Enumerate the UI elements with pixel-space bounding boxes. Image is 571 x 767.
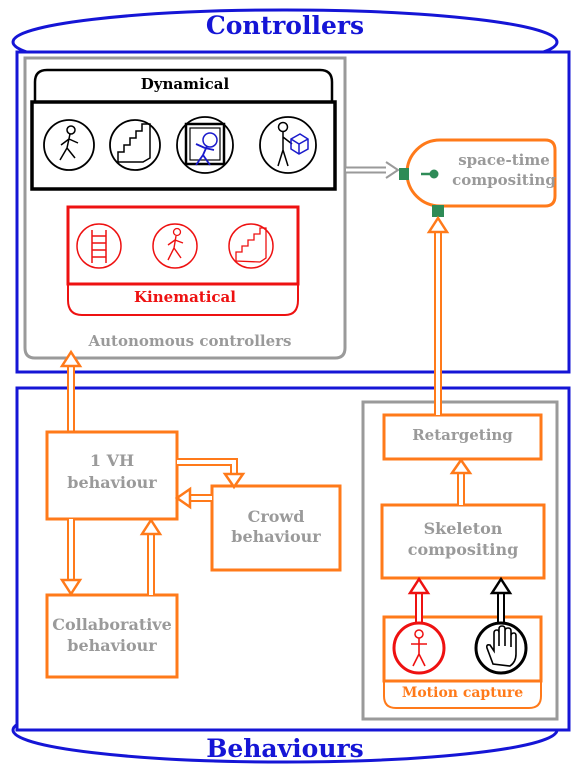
ladder-icon — [76, 223, 122, 269]
vh-to-crowd-arrow — [177, 458, 246, 490]
autonomous-controllers-box — [23, 56, 347, 360]
hand-icon — [474, 621, 528, 675]
skeleton-compositing-label-line1: Skeleton — [423, 519, 503, 538]
space-time-compositing-label-line2: compositing — [452, 171, 556, 189]
skeleton-to-retargeting-arrow — [449, 457, 473, 505]
behaviours-title: Behaviours — [206, 734, 364, 763]
mocap-figure-icon — [392, 621, 446, 675]
stairs-icon — [109, 119, 161, 171]
crowd-behaviour-box — [210, 484, 342, 572]
crowd-behaviour-label-line2: behaviour — [231, 527, 321, 546]
crowd-behaviour-label-line1: Crowd — [247, 507, 305, 526]
vh-behaviour-box — [45, 430, 179, 521]
vh-behaviour-label-line2: behaviour — [67, 473, 157, 492]
space-time-compositing-box — [399, 138, 557, 217]
kinematical-box — [66, 205, 300, 316]
retargeting-to-compositing-arrow — [426, 215, 450, 415]
walking-figure-icon — [43, 119, 95, 171]
skeleton-compositing-label-line2: compositing — [407, 540, 519, 559]
walking-figure-icon — [152, 223, 198, 269]
space-time-compositing-label-line1: space-time — [458, 151, 550, 169]
black-capture-to-skeleton-arrow — [489, 576, 513, 622]
crowd-to-vh-arrow — [174, 486, 212, 510]
collaborative-behaviour-label-line2: behaviour — [67, 636, 157, 655]
collaborative-behaviour-box — [45, 593, 179, 679]
motion-pipeline-box — [361, 400, 559, 721]
vh-to-controllers-arrow — [59, 349, 83, 432]
vh-to-collaborative-arrow — [59, 519, 83, 597]
figure-in-box-icon — [176, 116, 234, 174]
controllers-title: Controllers — [205, 11, 365, 40]
controllers-to-compositing-arrow — [346, 161, 400, 179]
red-capture-to-skeleton-arrow — [407, 576, 431, 622]
motion-capture-label: Motion capture — [401, 685, 524, 701]
figure-holding-cube-icon — [259, 116, 317, 174]
dynamical-label: Dynamical — [140, 75, 230, 93]
retargeting-box — [382, 413, 543, 461]
stairs-icon — [228, 223, 274, 269]
autonomous-controllers-label: Autonomous controllers — [88, 332, 292, 350]
collaborative-to-vh-arrow — [139, 517, 163, 595]
retargeting-label: Retargeting — [412, 426, 513, 444]
vh-behaviour-label-line1: 1 VH — [89, 451, 135, 470]
collaborative-behaviour-label-line1: Collaborative — [52, 615, 172, 634]
kinematical-label: Kinematical — [134, 288, 236, 306]
